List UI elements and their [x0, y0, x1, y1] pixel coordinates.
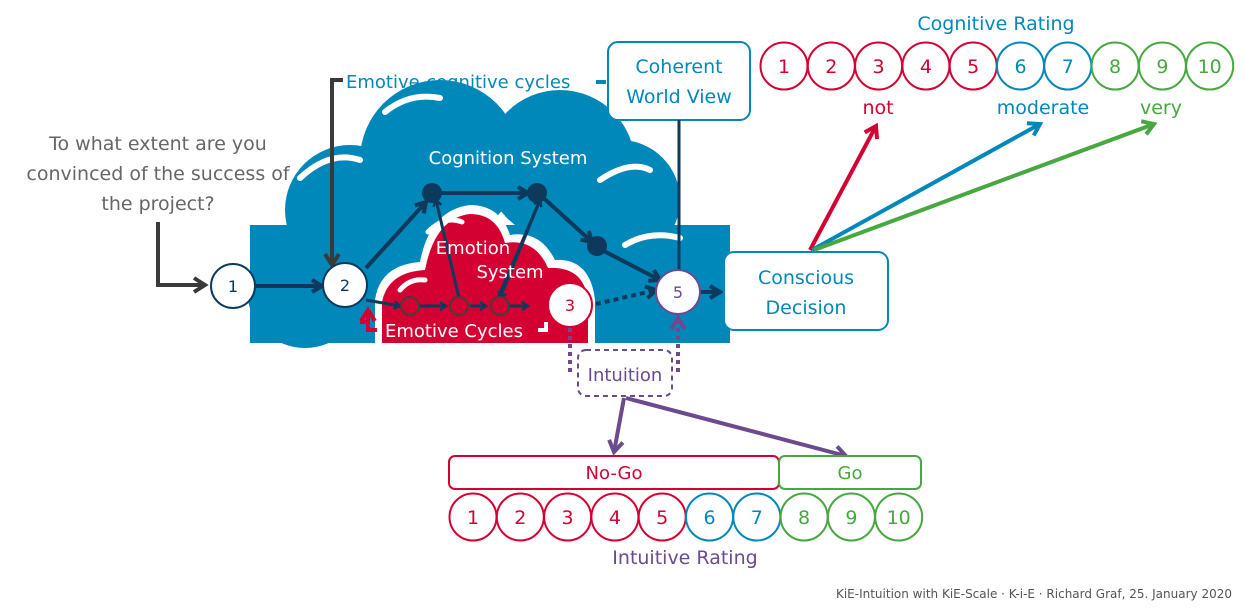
emotion-node [449, 296, 469, 316]
emotive-cycles-label: Emotive Cycles [385, 321, 523, 342]
svg-text:2: 2 [340, 276, 350, 295]
cognitive-rating-value-1: 1 [778, 56, 790, 78]
arrow-not [808, 122, 880, 251]
node-1: 1 [210, 263, 256, 309]
cognition-node [587, 236, 607, 256]
svg-text:5: 5 [673, 283, 683, 302]
node-3: 3 [547, 282, 593, 328]
intuitive-rating-value-3: 3 [562, 507, 574, 529]
arrow-moderate [811, 121, 1044, 252]
question-arrow [156, 222, 209, 294]
intuitive-rating-value-6: 6 [703, 507, 715, 529]
intuitive-rating-value-10: 10 [887, 507, 911, 529]
intuitive-rating-title: Intuitive Rating [612, 547, 757, 569]
intuitive-rating-value-9: 9 [845, 507, 857, 529]
coherent-world-view-box [607, 41, 751, 121]
cognitive-rating-value-9: 9 [1156, 56, 1168, 78]
emotive-cycles-arrow [359, 306, 377, 332]
cognitive-rating-value-7: 7 [1062, 56, 1074, 78]
go-label: Go [838, 463, 863, 484]
cognition-system-label: Cognition System [429, 148, 588, 169]
coherent-label-2: World View [626, 86, 732, 108]
emotion-cloud [375, 205, 595, 343]
question-line-1: To what extent are you [48, 133, 267, 155]
cognitive-rating-value-10: 10 [1198, 56, 1222, 78]
node-2: 2 [322, 262, 368, 308]
cognitive-rating-circle-10 [1185, 41, 1235, 91]
intuition-nogo-arrow [607, 397, 626, 456]
intuitive-rating-value-5: 5 [656, 507, 668, 529]
intuitive-scale: 1 2 3 4 5 6 7 8 9 10 [448, 492, 924, 542]
emotive-cognitive-cycles-label: Emotive-cognitive cycles [346, 72, 570, 93]
emotion-system-label-2: System [476, 262, 543, 283]
footer-credit: KiE-Intuition with KiE-Scale · K-i-E · R… [836, 587, 1232, 601]
question-line-3: the project? [101, 193, 214, 215]
coherent-label-1: Coherent [635, 56, 722, 78]
intuition-go-arrow [625, 396, 850, 462]
cognition-node [527, 183, 547, 203]
intuitive-rating-value-1: 1 [467, 507, 479, 529]
label-very: very [1140, 97, 1182, 119]
label-moderate: moderate [997, 97, 1089, 119]
nogo-label: No-Go [586, 463, 643, 484]
emotive-cognitive-arrow [323, 78, 343, 269]
cognitive-rating-value-3: 3 [873, 56, 885, 78]
cognition-graph [250, 183, 724, 316]
cognition-node [422, 183, 442, 203]
question-line-2: convinced of the success of [26, 163, 290, 185]
intuition-box [577, 349, 673, 397]
label-not: not [862, 97, 893, 119]
intuitive-rating-circle-10 [874, 492, 924, 542]
arrow-very [813, 119, 1158, 252]
svg-text:3: 3 [565, 296, 575, 315]
go-box [778, 455, 922, 490]
cognitive-rating-value-2: 2 [825, 56, 837, 78]
conscious-decision-box [723, 251, 889, 331]
conscious-label-1: Conscious [758, 267, 854, 289]
cognitive-rating-value-5: 5 [967, 56, 979, 78]
cognitive-scale: 1 2 3 4 5 6 7 8 9 10 [759, 41, 1235, 91]
intuitive-rating-value-2: 2 [514, 507, 526, 529]
emotion-node [400, 296, 420, 316]
cognitive-rating-value-6: 6 [1014, 56, 1026, 78]
cognitive-rating-value-4: 4 [920, 56, 932, 78]
intuition-label: Intuition [588, 365, 663, 386]
svg-text:1: 1 [228, 277, 238, 296]
emotion-node [490, 296, 510, 316]
cognitive-rating-title: Cognitive Rating [917, 13, 1074, 35]
intuitive-rating-value-7: 7 [751, 507, 763, 529]
intuitive-rating-value-8: 8 [798, 507, 810, 529]
node-5: 5 [655, 269, 701, 315]
intuitive-rating-value-4: 4 [609, 507, 621, 529]
emotion-system-label-1: Emotion [436, 238, 510, 259]
cognitive-rating-value-8: 8 [1109, 56, 1121, 78]
conscious-label-2: Decision [766, 297, 847, 319]
